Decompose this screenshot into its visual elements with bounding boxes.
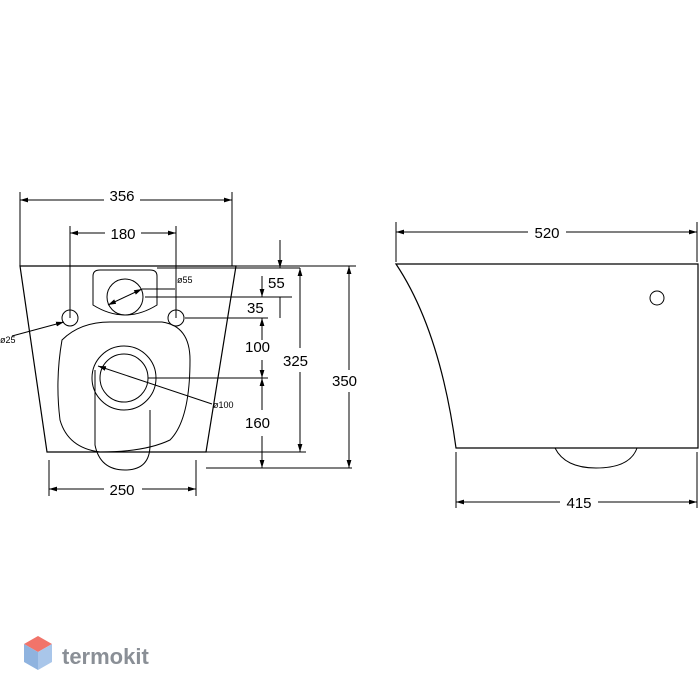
drain-trap (94, 370, 151, 471)
outlet-circle (106, 278, 144, 316)
bowl-rim (57, 321, 191, 453)
dim-pipe-spacing: 180 (110, 226, 135, 243)
dim-mount-height: 325 (283, 353, 308, 370)
front-body-outline (19, 265, 237, 453)
dim-mount-offset: 35 (247, 300, 264, 317)
dim-bg (104, 480, 142, 498)
dim-mount-hole-diameter: ø25 (0, 335, 16, 345)
side-body-outline (394, 263, 699, 449)
dim-outlet-offset: 55 (268, 275, 285, 292)
dim-drain-diameter: ø100 (213, 400, 234, 410)
dim-bg (528, 222, 566, 240)
dim-total-height: 350 (332, 373, 357, 390)
leader-o100 (97, 365, 213, 405)
drain-outer-circle (91, 345, 157, 411)
dim-width-bottom: 250 (109, 482, 134, 499)
dim-depth-bottom: 415 (566, 495, 591, 512)
front-view: 356 180 ø55 ø25 ø100 55 35 100 (0, 188, 357, 499)
dim-bg (104, 188, 140, 206)
dim-width-top: 356 (109, 188, 134, 205)
dim-bg (105, 223, 141, 241)
side-drain-curve (554, 447, 638, 469)
dim-outlet-diameter: ø55 (177, 275, 193, 285)
cube-icon (24, 636, 52, 670)
dim-line-o55 (107, 288, 143, 306)
side-view: 520 415 (394, 222, 699, 512)
brand-name: termokit (62, 644, 149, 669)
dim-center-to-mount: 100 (245, 339, 270, 356)
outlet-socket (92, 269, 158, 316)
dim-depth-top: 520 (534, 225, 559, 242)
drain-inner-circle (99, 353, 149, 403)
dim-bg (560, 492, 598, 510)
side-mount-hole (649, 290, 665, 306)
dim-drain-height: 160 (245, 415, 270, 432)
brand-logo: termokit (24, 636, 149, 670)
leader-o25 (11, 321, 65, 337)
